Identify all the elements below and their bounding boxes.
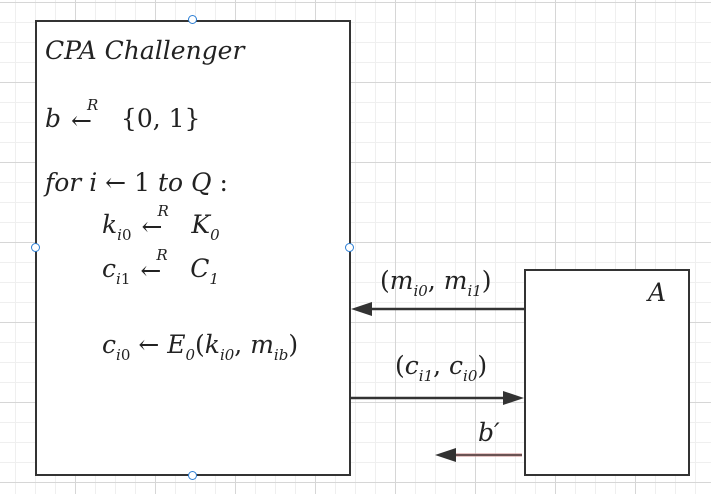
arg-message: mib [250,330,289,364]
handle-left[interactable] [31,243,40,252]
random-mark: R [157,202,169,220]
c0-var: ci0 [102,330,131,364]
cipher-space: C1 [190,254,219,288]
init-var: b [45,104,62,133]
k-var: ki0 [102,210,132,244]
c1-step-line: ci1 R ← C1 [102,248,219,288]
handle-top[interactable] [188,15,197,24]
random-arrow: R ← [138,248,182,285]
loop-to-keyword: to [157,168,184,197]
challenger-title: CPA Challenger [45,36,245,65]
k-step-line: ki0 R ← K0 [102,204,220,244]
adversary-label: A [648,278,667,307]
arrow-glyph: ← [70,106,92,135]
random-arrow: R ← [139,204,183,241]
c0-step-line: ci0 ← E0(ki0, mib) [102,330,299,364]
encrypt-fn: E0 [167,330,196,364]
loop-line: for i ← 1 to Q : [45,170,228,195]
loop-colon: : [219,168,228,197]
c1-var: ci1 [102,254,131,288]
random-mark: R [156,246,168,264]
init-set: {0, 1} [120,104,201,133]
adversary-box [524,269,690,476]
challenger-box [35,20,351,476]
handle-right[interactable] [345,243,354,252]
arrow-glyph: ← [141,212,163,241]
arrow-b-prime [435,448,522,462]
random-mark: R [86,96,99,114]
assign-arrow: ← [138,330,160,359]
message-m-label: (mi0, mi1) [380,266,492,300]
message-c-label: (ci1, ci0) [395,351,488,385]
message-b-label: b′ [478,418,500,447]
random-arrow: R ← [69,98,113,135]
key-space: K0 [191,210,220,244]
loop-from: 1 [134,168,150,197]
loop-keyword: for [45,168,82,197]
arrow-m-to-challenger [351,302,524,316]
loop-bound: Q [191,168,212,197]
arrow-c-to-adversary [351,391,524,405]
loop-var: i [89,168,98,197]
loop-arrow: ← [105,168,127,197]
arrow-glyph: ← [140,256,162,285]
handle-bottom[interactable] [188,471,197,480]
init-line: b R ← {0, 1} [45,98,201,135]
arg-key: ki0 [204,330,235,364]
